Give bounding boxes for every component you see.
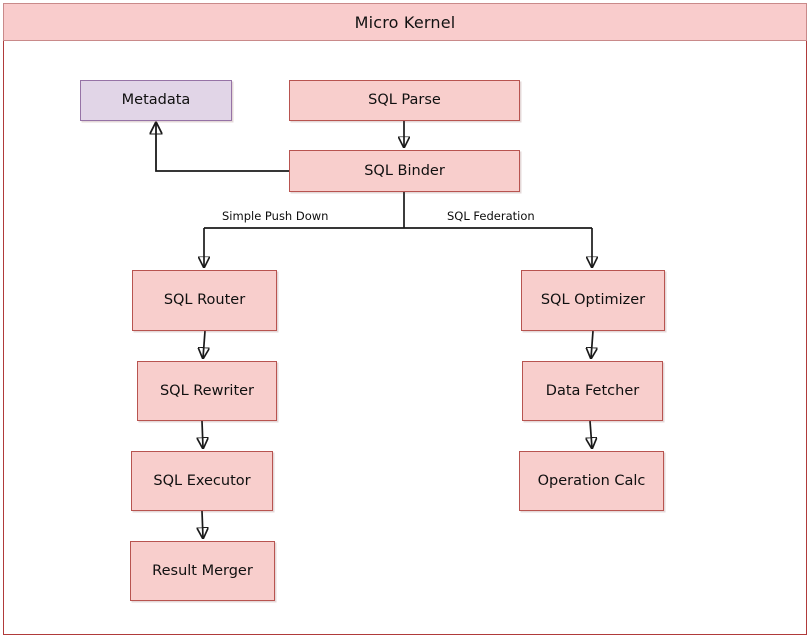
node-sql-executor-label: SQL Executor: [153, 472, 251, 489]
edge-label-simple-push-down: Simple Push Down: [222, 209, 329, 223]
node-sql-rewriter[interactable]: SQL Rewriter: [137, 361, 277, 421]
node-sql-parse-label: SQL Parse: [368, 92, 441, 109]
node-data-fetcher[interactable]: Data Fetcher: [522, 361, 663, 421]
node-sql-router[interactable]: SQL Router: [132, 270, 277, 331]
node-sql-router-label: SQL Router: [163, 292, 246, 309]
node-metadata-label: Metadata: [121, 92, 191, 109]
node-sql-parse[interactable]: SQL Parse: [289, 80, 520, 121]
node-data-fetcher-label: Data Fetcher: [545, 382, 640, 399]
node-sql-binder-label: SQL Binder: [364, 162, 445, 179]
micro-kernel-title-bar: Micro Kernel: [3, 3, 807, 41]
node-operation-calc-label: Operation Calc: [537, 472, 646, 489]
node-metadata[interactable]: Metadata: [80, 80, 232, 121]
node-sql-optimizer[interactable]: SQL Optimizer: [521, 270, 665, 331]
edge-label-sql-federation: SQL Federation: [447, 209, 535, 223]
node-sql-rewriter-label: SQL Rewriter: [159, 382, 255, 399]
node-result-merger[interactable]: Result Merger: [130, 541, 275, 601]
node-sql-optimizer-label: SQL Optimizer: [540, 292, 646, 309]
node-operation-calc[interactable]: Operation Calc: [519, 451, 664, 511]
node-sql-binder[interactable]: SQL Binder: [289, 150, 520, 192]
node-sql-executor[interactable]: SQL Executor: [131, 451, 273, 511]
page-title: Micro Kernel: [354, 12, 456, 32]
node-result-merger-label: Result Merger: [152, 562, 253, 579]
